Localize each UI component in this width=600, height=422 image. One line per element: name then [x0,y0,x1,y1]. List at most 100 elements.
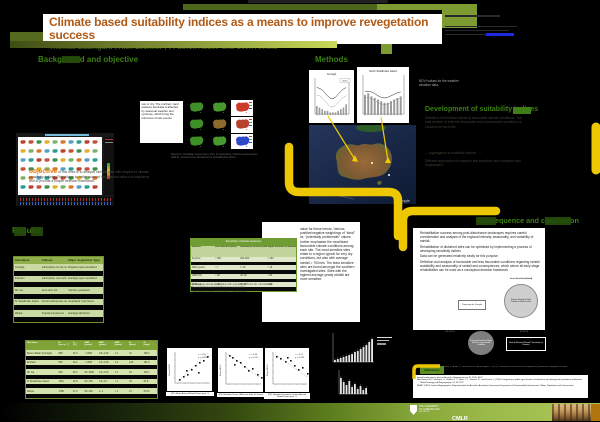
table-cell: 652 [58,361,63,364]
references-label: References [420,366,444,374]
data-point [290,360,292,362]
conclusion-bullet: Rehabilitation of disturbed sites can be… [420,245,543,253]
rain-bar [340,109,342,114]
mini-australia-map [92,158,98,163]
data-point [287,357,289,359]
table-cell: 20–50 [240,275,247,277]
mini-australia-map [28,158,34,163]
uq-logo: THE UNIVERSITY OF QUEENSLAND AUSTRALIA [410,405,439,415]
data-point [285,361,287,363]
quadrant-label: Less Sensitive [Ideal] [509,278,533,280]
column-header: Major Vegetation Type [68,257,100,262]
r-value: r = -0.71 [295,353,304,356]
rain-bar [386,102,389,114]
row-separator [26,365,157,369]
banner-gradient [10,41,337,48]
quadrant-axis-right-labels: 1.0 1.5 2.0 [520,331,528,333]
data-point [229,355,231,357]
table-cell: subtropical, hot dry summer [41,265,68,269]
australia-map-cell [208,100,230,116]
poster-title: Climate based suitability indices as a m… [49,15,429,42]
rain-bar [393,99,396,114]
legend-mark [249,138,253,140]
bar [359,349,362,362]
data-point [257,374,259,376]
table-cell: 50–1500 [84,370,94,374]
mini-australia-map [28,185,34,190]
mini-australia-map [60,185,66,190]
reference-item: limited landscapes in eastern Australia,… [417,376,484,379]
footnote-line: * MAP = mean annual precipitation with a… [190,283,273,286]
table-cell: 22.1 [72,361,78,364]
bar [336,359,339,362]
legend-mark [249,102,253,104]
australia-map-cell [230,133,253,150]
row-separator [26,393,157,398]
table-cell: Bowen Basin (Curragh) [27,351,52,355]
bar [356,351,359,362]
mini-australia-map [68,149,74,154]
conclusion-bullets: Rehabilitation success among post-distur… [413,231,545,272]
mini-australia-map [84,158,90,163]
analysis-text: value for these trends. Various positive… [300,227,355,282]
table-cell: Weipa [27,389,34,393]
bar [345,356,348,362]
rain-bar [318,107,321,114]
legend-mark [249,135,253,137]
table-cell: Ensham [15,277,25,280]
table-cell: 250–500 [240,258,250,260]
australia-map [213,102,227,114]
column-header: MAP[years] [99,341,107,347]
table-cell: 50–150 [84,380,93,383]
bar [354,352,356,362]
data-point [207,356,209,358]
mini-australia-map [28,149,34,154]
chart-legend-box [339,78,351,83]
bar [345,385,348,394]
bar [348,355,351,362]
bar [356,389,359,394]
mini-australia-map [92,140,98,145]
table-cell: subtropical, semi-arid [41,277,67,280]
data-point [191,369,193,371]
bar [365,345,368,362]
data-point [261,377,263,379]
table-cell: < 30 [215,283,220,286]
y-axis-label: Mean NDVI [267,364,269,376]
uq-crest-icon [410,405,417,415]
email-link[interactable] [486,33,514,36]
column-header: Site Name [27,341,38,344]
reference-item: IBRA 7 (2012): Interim Biogeographic Reg… [417,384,575,387]
bar [359,386,362,394]
table-cell: Rₐ [mm] [192,258,201,260]
table-cell: N. Stradbroke Island [27,380,49,383]
bar [354,384,356,394]
table-cell: Eucalypt open woodland [68,277,97,280]
suitability-index-barchart [332,333,374,363]
rain-bar [377,99,379,114]
heading-artifact [14,227,26,236]
heading-artifact [62,56,80,63]
table-cell: Brigalow open woodland [68,265,97,269]
cmlr-logo: CMLR Centre for Mined Land Rehabilitatio… [452,407,494,422]
affiliation-line [445,33,495,36]
table-cell: Mt. Isa [27,370,35,374]
legend-mark [249,141,253,143]
column-header: Low Sensitive (Best) [215,246,237,248]
top-bar-dark [183,4,377,10]
window-title-bar [45,133,90,136]
uq-text-line3: AUSTRALIA [419,411,429,414]
legend-mark [249,122,253,124]
table-cell: 0.8–1.09 [99,351,109,355]
rain-bar [380,101,383,114]
table-cell: 21.6 [72,351,78,355]
affiliation-line [445,15,500,17]
quadrant-axis-left-labels: -2.0 -1.5 -1.0 [445,331,455,333]
table-cell: 27 [129,389,132,393]
